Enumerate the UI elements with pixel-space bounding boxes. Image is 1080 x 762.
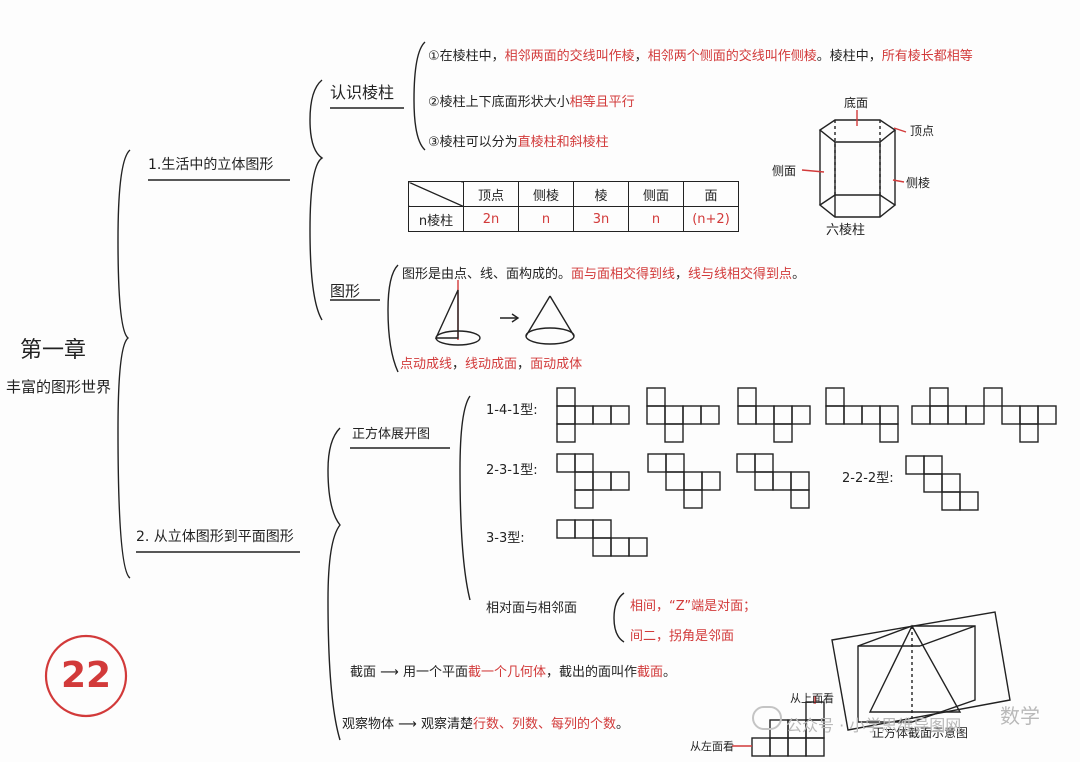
net-type-141: 1-4-1型:	[486, 403, 538, 418]
faces-rule-2: 间二，拐角是邻面	[630, 629, 735, 644]
net-141-row	[556, 387, 1057, 443]
faces-rule-1: 相间，“Z”端是对面；	[630, 599, 757, 614]
table-row: n棱柱 2n n 3n n (n+2)	[408, 206, 739, 232]
table-cell: 2n	[463, 206, 519, 232]
from-left-label: 从左面看	[690, 740, 734, 753]
wechat-icon	[752, 706, 782, 730]
observe-line: 观察物体 ⟶ 观察清楚行数、列数、每列的个数。	[342, 717, 629, 732]
prism-rule-3: ③棱柱可以分为直棱柱和斜棱柱	[428, 135, 609, 150]
hex-label-top-face: 底面	[844, 96, 869, 110]
prism-rule-1: ①在棱柱中，相邻两面的交线叫作棱，相邻两个侧面的交线叫作侧棱。棱柱中，所有棱长都…	[428, 49, 973, 64]
net-33	[556, 519, 648, 557]
section2-title: 2. 从立体图形到平面图形	[136, 529, 294, 545]
shape-bracket	[387, 264, 399, 373]
table-cell: 3n	[573, 206, 629, 232]
table-corner	[408, 181, 464, 207]
cube-stack	[732, 696, 825, 757]
badge-circle	[44, 634, 128, 718]
nets-bracket	[459, 395, 471, 601]
hex-label-side-edge: 侧棱	[906, 176, 931, 190]
prism-table: 顶点 侧棱 棱 侧面 面 n棱柱 2n n 3n n (n+2)	[408, 181, 739, 232]
watermark-text: 公众号 · 小学思维导图网	[786, 716, 962, 735]
net-231-row	[556, 453, 979, 511]
main-bracket	[117, 149, 131, 579]
table-header: 顶点	[463, 181, 519, 207]
section1-title: 1.生活中的立体图形	[148, 157, 274, 173]
table-header: 侧棱	[518, 181, 574, 207]
shape-line-1: 图形是由点、线、面构成的。面与面相交得到线，线与线相交得到点。	[402, 267, 806, 282]
from-top-label: 从上面看	[790, 692, 834, 705]
cube-section-caption: 正方体截面示意图	[872, 726, 969, 740]
table-header: 面	[683, 181, 739, 207]
shape-line-2: 点动成线，线动成面，面动成体	[400, 357, 583, 372]
table-cell: n	[518, 206, 574, 232]
table-header: 棱	[573, 181, 629, 207]
prism-bracket	[413, 41, 426, 151]
table-row: 顶点 侧棱 棱 侧面 面	[408, 181, 739, 207]
table-cell: (n+2)	[683, 206, 739, 232]
shape-heading: 图形	[330, 282, 361, 300]
table-header: 侧面	[628, 181, 684, 207]
table-row-label: n棱柱	[408, 206, 464, 232]
section2-bracket	[327, 427, 341, 741]
badge-number: 22	[60, 655, 112, 696]
net-type-231: 2-3-1型:	[486, 463, 538, 478]
section1-bracket	[309, 79, 324, 321]
faces-heading: 相对面与相邻面	[486, 601, 578, 616]
hex-label-side-face: 侧面	[772, 164, 797, 178]
table-cell: n	[628, 206, 684, 232]
chapter-subtitle: 丰富的图形世界	[6, 378, 112, 396]
cube-section-figure	[831, 611, 1011, 731]
net-type-33: 3-3型:	[486, 531, 525, 546]
watermark-text-2: 数学	[1000, 704, 1040, 728]
prism-rule-2: ②棱柱上下底面形状大小相等且平行	[428, 95, 635, 110]
hex-caption: 六棱柱	[826, 223, 866, 238]
hex-label-vertex: 顶点	[910, 124, 935, 138]
chapter-title: 第一章	[20, 338, 87, 363]
section-view-line: 截面 ⟶ 用一个平面截一个几何体，截出的面叫作截面。	[350, 665, 677, 680]
hex-prism-figure	[801, 110, 907, 218]
faces-bracket	[613, 592, 625, 643]
prism-heading: 认识棱柱	[330, 83, 395, 102]
nets-heading: 正方体展开图	[352, 427, 431, 442]
net-type-222: 2-2-2型:	[842, 471, 894, 486]
cone-figures	[434, 280, 575, 346]
